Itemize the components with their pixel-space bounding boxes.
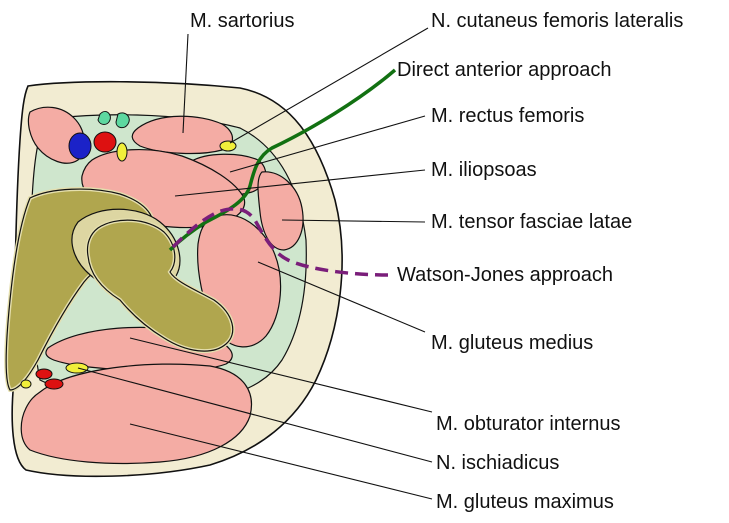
- cutaneus-nerve: [219, 140, 237, 152]
- femoral-artery: [93, 131, 117, 153]
- label-gluteus-maximus: M. gluteus maximus: [436, 491, 614, 513]
- leader-lines: [77, 27, 433, 500]
- label-direct-anterior: Direct anterior approach: [397, 59, 612, 81]
- leader-obturator: [129, 337, 433, 413]
- gluteal-nerve-small: [20, 379, 32, 389]
- femoral-nerve: [116, 142, 128, 162]
- leader-gluteus-maximus: [129, 423, 433, 500]
- femoral-vein: [68, 132, 92, 160]
- lymph-node: [97, 111, 130, 129]
- tensor-fasciae-latae-muscle: [257, 171, 304, 251]
- label-tensor-fasciae-latae: M. tensor fasciae latae: [431, 211, 632, 233]
- label-watson-jones: Watson-Jones approach: [397, 264, 613, 286]
- pelvis-outline: [5, 188, 154, 391]
- leader-gluteus-medius: [257, 261, 426, 333]
- label-cutaneus: N. cutaneus femoris lateralis: [431, 10, 683, 32]
- watson-jones-approach-path: [168, 207, 389, 277]
- gluteal-artery-2: [44, 378, 64, 390]
- leader-cutaneus: [229, 27, 429, 144]
- leader-rectus: [229, 115, 426, 173]
- gluteus-maximus-muscle: [20, 363, 253, 465]
- label-iliopsoas: M. iliopsoas: [431, 159, 537, 181]
- direct-anterior-approach-path: [168, 68, 397, 252]
- leader-ischiadicus: [77, 367, 433, 463]
- gluteal-artery-1: [35, 368, 53, 380]
- leader-iliopsoas: [174, 169, 426, 197]
- leader-sartorius: [182, 33, 189, 134]
- leader-tensor: [281, 219, 426, 223]
- sartorius-muscle: [131, 115, 234, 155]
- femoral-head-outline: [86, 219, 234, 352]
- label-sartorius: M. sartorius: [190, 10, 294, 32]
- label-rectus-femoris: M. rectus femoris: [431, 105, 584, 127]
- sciatic-nerve: [65, 362, 89, 374]
- label-ischiadicus: N. ischiadicus: [436, 452, 559, 474]
- label-gluteus-medius: M. gluteus medius: [431, 332, 593, 354]
- label-obturator-internus: M. obturator internus: [436, 413, 621, 435]
